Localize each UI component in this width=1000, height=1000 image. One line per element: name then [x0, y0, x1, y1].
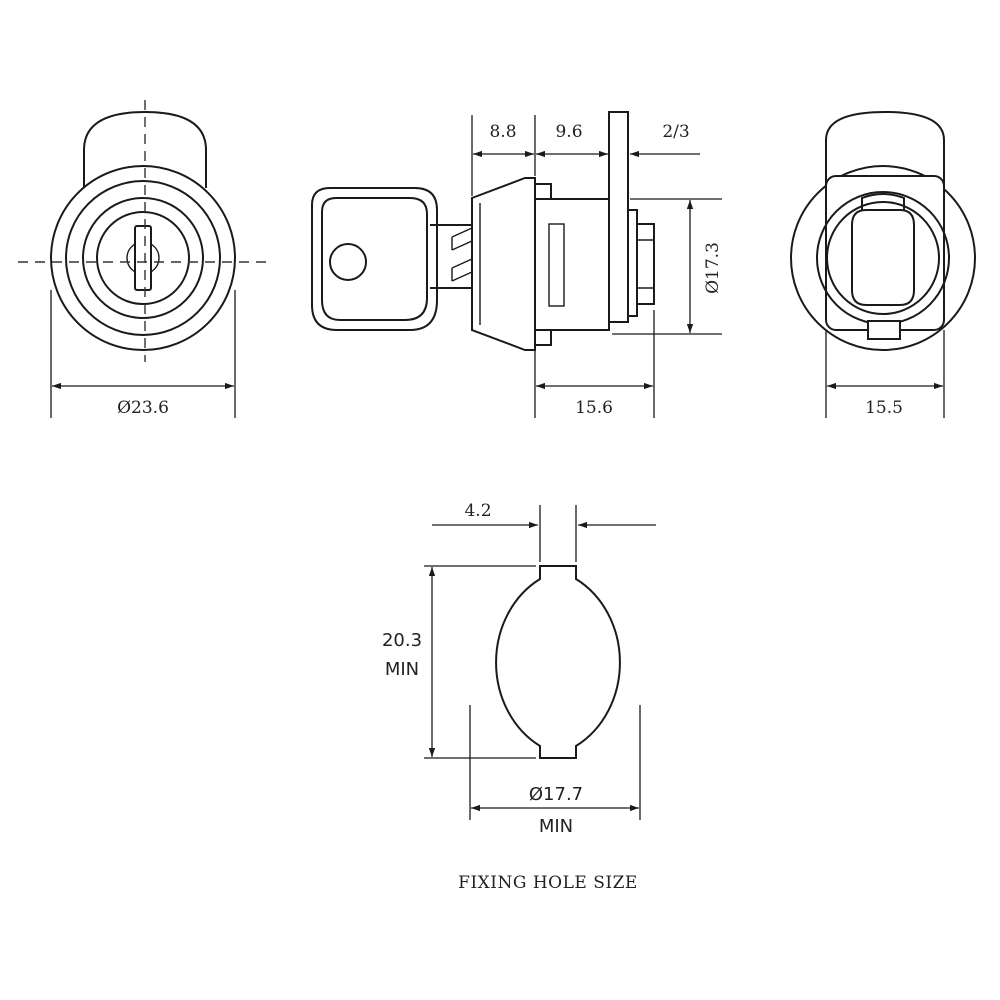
side-thread-diameter-label: Ø17.3 — [703, 242, 723, 294]
key-bow-inner — [321, 197, 428, 321]
rear-view: 15.5 — [790, 110, 976, 418]
side-barrel — [534, 198, 610, 331]
hole-flat-width-label: 4.2 — [464, 501, 491, 521]
key-neck — [430, 224, 472, 289]
hole-diameter-min: MIN — [539, 816, 573, 837]
front-plug-ring — [82, 197, 204, 319]
hole-diameter-value: Ø17.7 — [529, 784, 583, 805]
front-keyway-slot — [134, 225, 152, 291]
rear-top-key — [861, 193, 905, 210]
key-bow-outer — [311, 187, 438, 331]
side-plate-label: 2/3 — [662, 122, 689, 142]
front-diameter-label: Ø23.6 — [117, 398, 169, 418]
hole-height-value: 20.3 — [382, 630, 422, 651]
side-barrel-slot — [548, 223, 565, 307]
side-body-depth-label: 9.6 — [555, 122, 582, 142]
front-bezel-ring — [65, 180, 221, 336]
rear-bottom-tab — [867, 320, 901, 340]
side-washer — [627, 209, 638, 317]
side-bezel — [471, 177, 536, 351]
rear-spindle — [851, 209, 915, 306]
side-nut — [636, 223, 655, 305]
fixing-hole-profile — [495, 565, 621, 759]
key-bow-hole — [329, 243, 367, 281]
rear-width-label: 15.5 — [865, 398, 903, 418]
rear-housing-ring — [826, 201, 940, 315]
fixing-hole-caption: FIXING HOLE SIZE — [458, 873, 638, 893]
side-view: 8.8 9.6 2/3 Ø17.3 15.6 — [311, 111, 723, 418]
side-mounting-plate — [608, 111, 629, 323]
front-view: Ø23.6 — [18, 100, 272, 418]
front-plug-face — [96, 211, 190, 305]
rear-cam-outline — [825, 110, 945, 188]
key-teeth — [451, 227, 473, 282]
side-key-offset-label: 8.8 — [489, 122, 516, 142]
front-cam-outline — [83, 110, 207, 188]
hole-height-min: MIN — [385, 659, 419, 680]
fixing-hole-view: 4.2 20.3 MIN Ø17.7 MIN — [382, 501, 656, 837]
side-body-length-label: 15.6 — [575, 398, 613, 418]
